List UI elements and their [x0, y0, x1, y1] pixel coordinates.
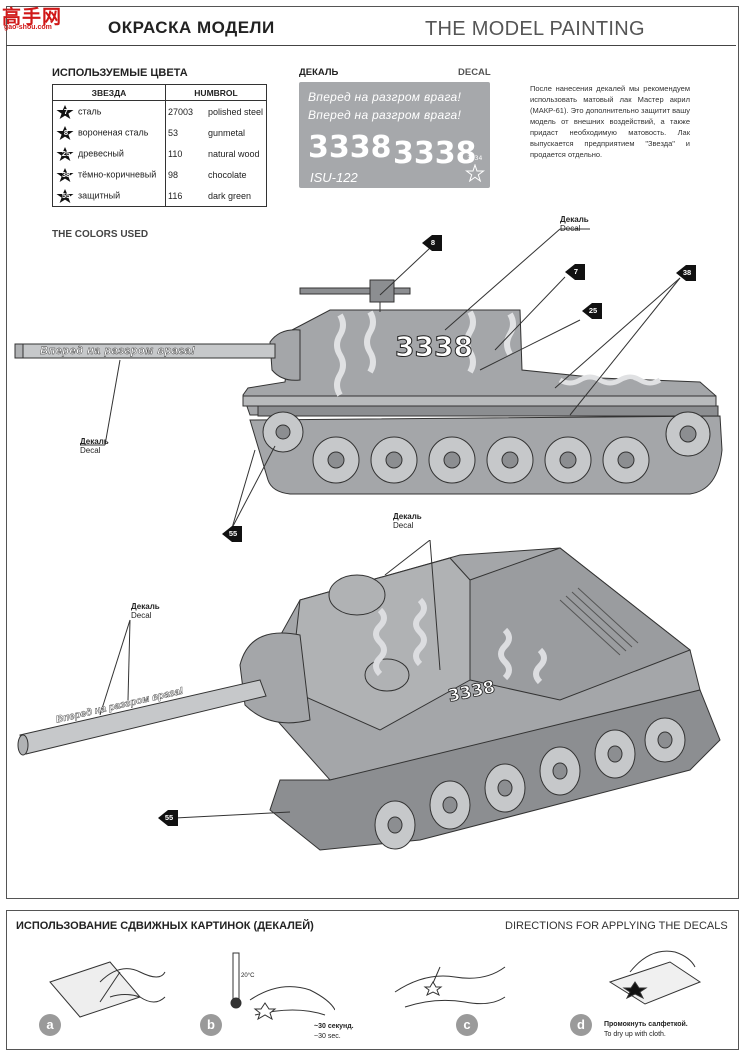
step-b-temperature: 20°C: [241, 973, 255, 979]
varnish-note: После нанесения декалей мы рекомендуем и…: [530, 84, 690, 159]
color-row: 7 сталь 27003 polished steel: [52, 100, 267, 122]
side-barrel-decal: Вперед на разгром врага!: [40, 345, 196, 357]
star-badge-icon: 55: [56, 188, 74, 203]
star-badge-icon: 38: [56, 167, 74, 182]
step-b-note: ~30 секунд.~30 sec.: [314, 1023, 354, 1040]
step-d-illustration: [608, 950, 702, 1005]
logo-url: gao-shou.com: [4, 24, 52, 31]
humbrol-code: 27003: [168, 106, 194, 117]
color-name-en: gunmetal: [208, 127, 246, 138]
page-title-en: THE MODEL PAINTING: [425, 18, 645, 40]
color-row: 25 древесный 110 natural wood: [52, 143, 267, 164]
logo-text: 高手网: [2, 6, 63, 28]
color-name-en: dark green: [208, 190, 252, 201]
main-frame: [6, 6, 739, 899]
side-view-drawing: [14, 228, 723, 529]
col-humbrol-header: HUMBROL: [165, 84, 267, 101]
step-d-note: Промокнуть салфеткой.To dry up with clot…: [604, 1021, 688, 1038]
side-hull-number: 3338: [395, 330, 474, 364]
iso-view-drawing: [17, 540, 721, 851]
color-name-ru: защитный: [78, 189, 121, 200]
directions-frame: [6, 910, 739, 1050]
header-rule-left: [6, 45, 736, 46]
colors-heading-en: THE COLORS USED: [52, 229, 149, 240]
decal-sheet: Вперед на разгром врага! Вперед на разгр…: [299, 82, 490, 188]
callout-8-icon: 8: [422, 235, 442, 251]
color-row: 55 защитный 116 dark green: [52, 185, 267, 207]
color-name-ru: сталь: [78, 105, 102, 116]
decal-number-small: 3338: [393, 136, 477, 171]
color-row: 8 вороненая сталь 53 gunmetal: [52, 122, 267, 143]
star-badge-icon: 8: [56, 125, 74, 140]
color-name-ru: древесный: [78, 147, 124, 158]
color-row: 38 тёмно-коричневый 98 chocolate: [52, 164, 267, 185]
colors-heading-ru: ИСПОЛЬЗУЕМЫЕ ЦВЕТА: [52, 67, 188, 79]
directions-title-ru: ИСПОЛЬЗОВАНИЕ СДВИЖНЫХ КАРТИНОК (ДЕКАЛЕЙ…: [16, 920, 314, 932]
page-title-ru: ОКРАСКА МОДЕЛИ: [108, 18, 275, 37]
color-name-ru: вороненая сталь: [78, 126, 149, 137]
star-badge-icon: 25: [56, 146, 74, 161]
humbrol-code: 53: [168, 127, 179, 138]
decal-number-large: 3338: [308, 130, 392, 165]
color-name-en: polished steel: [208, 106, 264, 117]
colors-table: ЗВЕЗДА HUMBROL 7 сталь 27003 polished ste…: [52, 84, 268, 207]
color-name-en: natural wood: [208, 148, 260, 159]
decal-label-en: DECAL: [458, 67, 491, 78]
decal-model-name: ISU-122: [310, 170, 358, 185]
step-b-badge: b: [200, 1014, 222, 1036]
callout-55-icon: 55: [222, 526, 242, 542]
star-badge-icon: 7: [56, 104, 74, 119]
step-a-illustration: [49, 961, 166, 1018]
step-b-illustration: [230, 952, 335, 1021]
step-c-illustration: [394, 966, 506, 1008]
color-name-en: chocolate: [208, 169, 247, 180]
callout-25-icon: 25: [582, 303, 602, 319]
decal-label-ru: ДЕКАЛЬ: [299, 67, 339, 78]
directions-title-en: DIRECTIONS FOR APPLYING THE DECALS: [505, 920, 728, 932]
callout-55-icon: 55: [158, 810, 178, 826]
site-logo: 高手网 gao-shou.com: [2, 2, 72, 34]
humbrol-code: 116: [168, 190, 183, 201]
step-a-badge: a: [39, 1014, 61, 1036]
callout-38-icon: 38: [676, 265, 696, 281]
decal-slogan: Вперед на разгром врага!: [308, 90, 462, 104]
decal-slogan: Вперед на разгром врага!: [308, 108, 462, 122]
step-c-badge: c: [456, 1014, 478, 1036]
callout-7-icon: 7: [565, 264, 585, 280]
color-name-ru: тёмно-коричневый: [78, 168, 157, 179]
col-zvezda-header: ЗВЕЗДА: [52, 84, 166, 101]
humbrol-code: 110: [168, 148, 183, 159]
decal-star-icon: [465, 164, 485, 182]
decal-kit-number: 3534: [467, 155, 483, 162]
step-d-badge: d: [570, 1014, 592, 1036]
humbrol-code: 98: [168, 169, 179, 180]
